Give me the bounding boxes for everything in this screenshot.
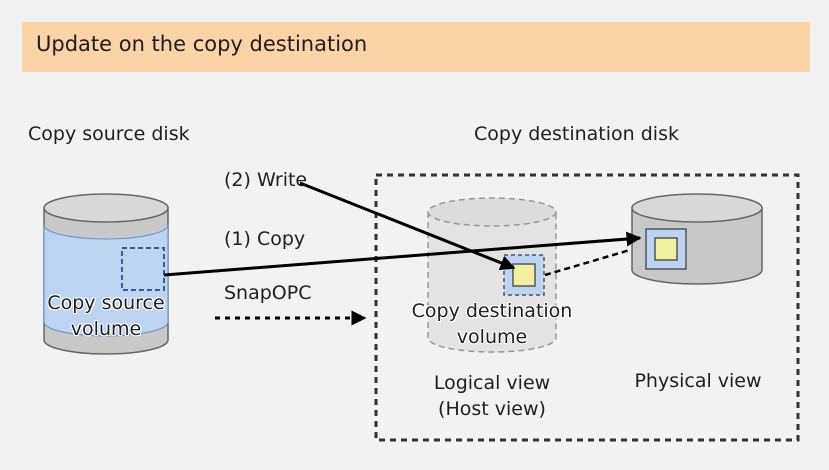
destination-volume-label: Copy destination volume xyxy=(411,300,573,348)
copy-step-label: (1) Copy xyxy=(224,228,306,250)
source-volume-label: Copy source volume xyxy=(47,292,165,340)
copy-arrow xyxy=(163,231,642,277)
destination-area-frame xyxy=(374,173,800,442)
logical-view-label: Logical view (Host view) xyxy=(433,372,551,420)
physical-view-cylinder xyxy=(631,193,763,285)
mapping-line xyxy=(544,248,631,277)
destination-disk-label: Copy destination disk xyxy=(474,123,679,145)
diagram-title: Update on the copy destination xyxy=(36,32,368,56)
write-step-label: (2) Write xyxy=(224,169,308,191)
write-arrow xyxy=(299,181,516,270)
title-banner: Update on the copy destination xyxy=(22,22,810,72)
snapopc-label: SnapOPC xyxy=(224,282,312,304)
physical-view-label: Physical view xyxy=(634,370,762,392)
source-disk-label: Copy source disk xyxy=(28,123,190,145)
copy-source-disk-cylinder xyxy=(43,193,169,355)
